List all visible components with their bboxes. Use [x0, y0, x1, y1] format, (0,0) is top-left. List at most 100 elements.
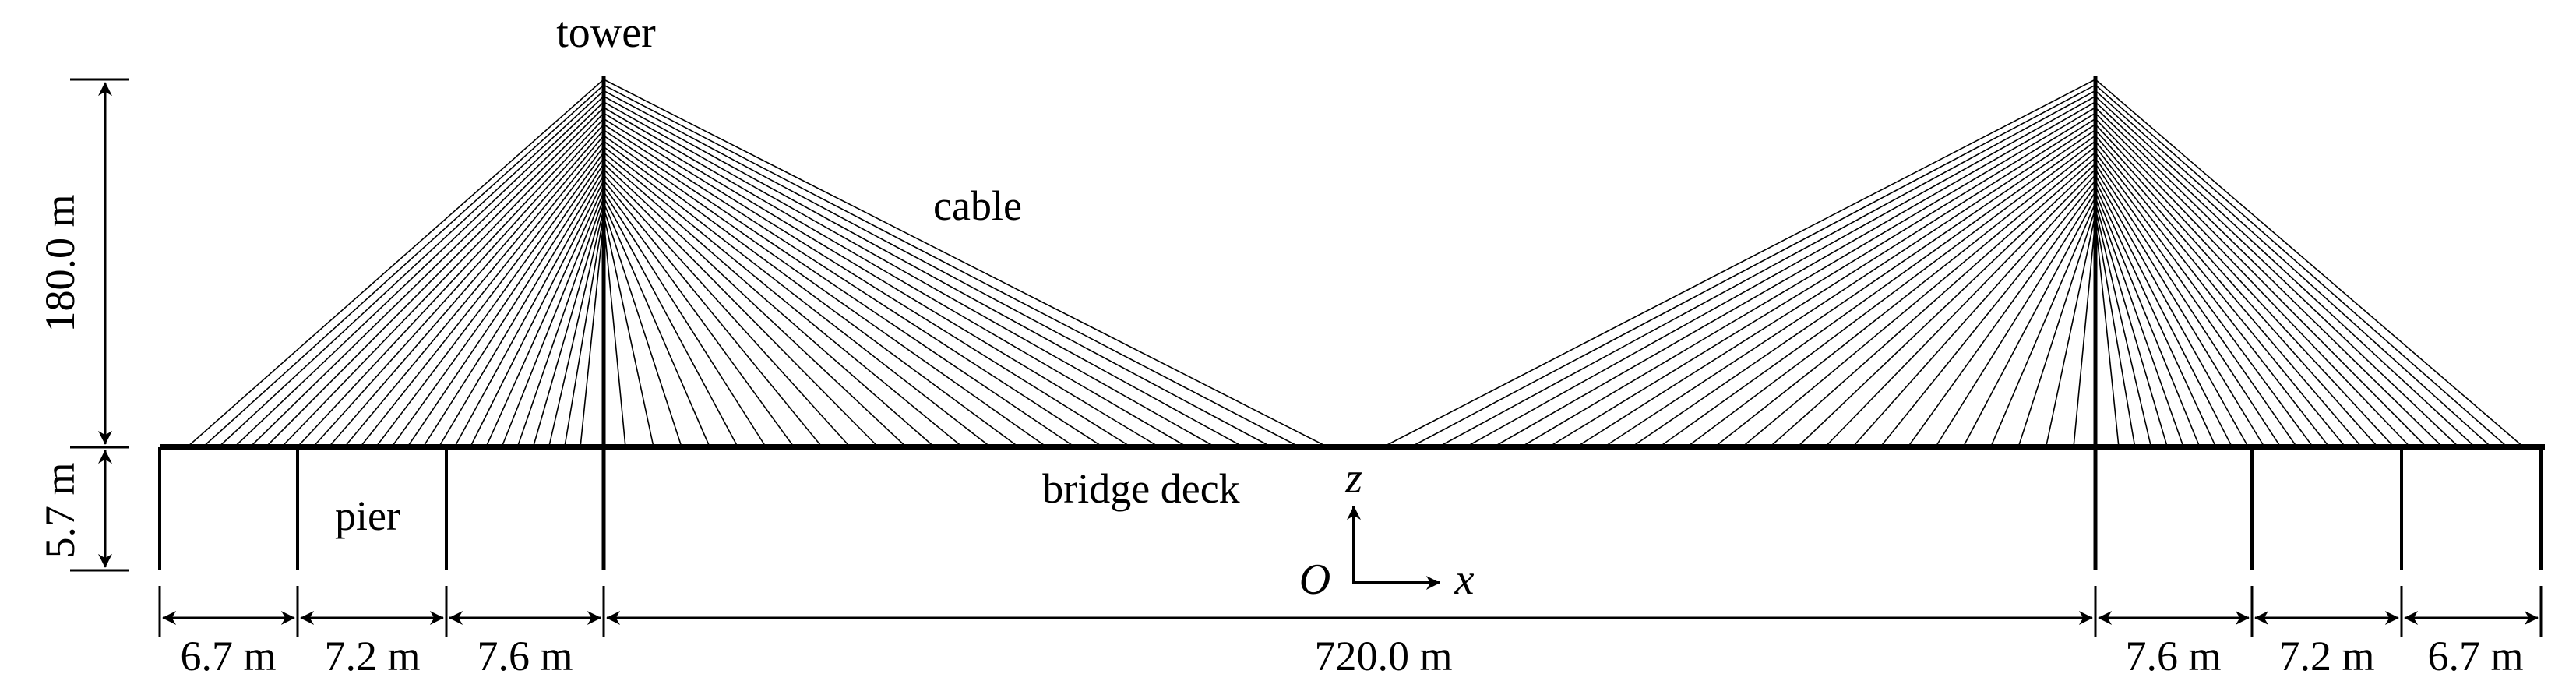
- cable-left-main-7: [603, 112, 1160, 448]
- cable-left-main-23: [603, 203, 710, 448]
- cable-left-side-16: [422, 163, 604, 448]
- cable-left-side-19: [469, 180, 604, 448]
- cable-right-side-2: [2095, 84, 2508, 448]
- cable-right-main-25: [2045, 213, 2096, 448]
- cable-right-main-9: [1603, 123, 2096, 448]
- span-label-right-3: 6.7 m: [2427, 633, 2523, 679]
- cable-left-side-25: [564, 213, 604, 448]
- cable-left-side-24: [548, 208, 604, 448]
- pier-height-label: 5.7 m: [37, 462, 83, 558]
- cable-left-side-11: [344, 135, 604, 448]
- cable-right-main-4: [1465, 95, 2096, 448]
- cable-right-side-12: [2095, 140, 2346, 448]
- span-label-right-1: 7.6 m: [2125, 633, 2221, 679]
- cable-left-main-10: [603, 129, 1076, 448]
- cable-right-main-23: [1989, 203, 2096, 448]
- cable-right-side-8: [2095, 118, 2411, 448]
- cable-right-main-6: [1520, 107, 2096, 448]
- cable-right-side-20: [2095, 185, 2217, 448]
- cable-right-main-8: [1575, 118, 2096, 448]
- cable-left-side-23: [532, 203, 604, 448]
- cable-right-main-5: [1492, 101, 2096, 448]
- cable-left-side-2: [202, 84, 604, 448]
- cable-right-main-17: [1824, 168, 2096, 448]
- cable-left-main-25: [603, 213, 654, 448]
- cable-right-side-6: [2095, 107, 2444, 448]
- cable-right-side-7: [2095, 112, 2427, 448]
- cable-left-main-13: [603, 146, 992, 448]
- cable-left-side-6: [265, 107, 604, 448]
- cable-right-side-9: [2095, 124, 2395, 448]
- span-label-left-3: 7.6 m: [477, 633, 573, 679]
- cable-left-side-26: [580, 219, 604, 448]
- cable-right-side-15: [2095, 157, 2298, 448]
- cable-left-main-3: [603, 90, 1273, 448]
- cable-right-main-13: [1714, 146, 2096, 448]
- cable-right-main-16: [1796, 163, 2096, 448]
- cable-left-side-1: [186, 79, 604, 448]
- cable-left-main-9: [603, 123, 1104, 448]
- cable-right-main-7: [1548, 112, 2096, 448]
- cable-right-main-15: [1769, 157, 2096, 448]
- cable-left-side-15: [407, 157, 604, 448]
- cable-label: cable: [933, 182, 1022, 229]
- cable-right-side-1: [2095, 79, 2525, 448]
- cable-left-side-20: [485, 185, 604, 448]
- cable-left-main-15: [603, 157, 936, 448]
- cable-right-side-26: [2095, 219, 2120, 448]
- cable-left-main-17: [603, 168, 879, 448]
- cable-left-main-8: [603, 118, 1132, 448]
- cable-right-side-24: [2095, 208, 2152, 448]
- x-axis-label: x: [1454, 556, 1475, 604]
- cable-right-side-5: [2095, 101, 2460, 448]
- cable-right-side-25: [2095, 213, 2136, 448]
- cable-left-side-12: [359, 140, 604, 448]
- cable-left-side-8: [296, 118, 604, 448]
- tower-label: tower: [556, 9, 656, 57]
- cable-left-side-18: [453, 175, 604, 448]
- cable-left-main-24: [603, 208, 682, 448]
- cable-left-side-17: [438, 168, 604, 448]
- span-label-left-1: 6.7 m: [180, 633, 276, 679]
- piers: [158, 447, 2543, 570]
- cable-right-main-2: [1410, 84, 2096, 448]
- cable-left-side-4: [234, 96, 604, 448]
- cables: [186, 79, 2525, 448]
- cable-left-side-9: [312, 124, 604, 448]
- height-dimensions: [70, 78, 129, 572]
- cable-left-side-3: [217, 90, 604, 448]
- cable-left-side-14: [390, 152, 604, 448]
- cable-left-main-14: [603, 151, 964, 448]
- origin-label: O: [1299, 556, 1330, 604]
- cable-right-side-22: [2095, 196, 2184, 448]
- cable-right-side-3: [2095, 90, 2492, 448]
- cable-right-side-14: [2095, 152, 2314, 448]
- cable-left-main-26: [603, 219, 626, 448]
- span-label-right-2: 7.2 m: [2278, 633, 2374, 679]
- cable-right-main-1: [1382, 79, 2096, 448]
- cable-left-main-12: [603, 140, 1020, 448]
- cable-left-main-6: [603, 107, 1189, 448]
- span-label-main: 720.0 m: [1314, 633, 1452, 679]
- cable-left-main-18: [603, 174, 851, 448]
- cable-right-main-18: [1852, 174, 2096, 448]
- cable-left-main-5: [603, 101, 1217, 448]
- cable-right-main-22: [1962, 196, 2096, 448]
- cable-left-main-22: [603, 196, 739, 448]
- cable-left-main-4: [603, 95, 1245, 448]
- pier-label: pier: [335, 492, 400, 539]
- cable-left-side-13: [375, 146, 604, 448]
- cable-right-side-10: [2095, 129, 2379, 448]
- cable-right-side-17: [2095, 168, 2265, 448]
- cable-right-main-20: [1907, 185, 2096, 448]
- coordinate-axes: [1347, 506, 1440, 590]
- cable-right-main-14: [1741, 151, 2096, 448]
- bridge-deck-label: bridge deck: [1042, 465, 1239, 512]
- cable-right-side-11: [2095, 135, 2363, 448]
- cable-right-side-21: [2095, 191, 2201, 448]
- cable-left-side-5: [249, 101, 604, 448]
- z-axis-label: z: [1344, 454, 1362, 503]
- cable-left-main-11: [603, 135, 1048, 448]
- cable-right-main-24: [2017, 208, 2096, 448]
